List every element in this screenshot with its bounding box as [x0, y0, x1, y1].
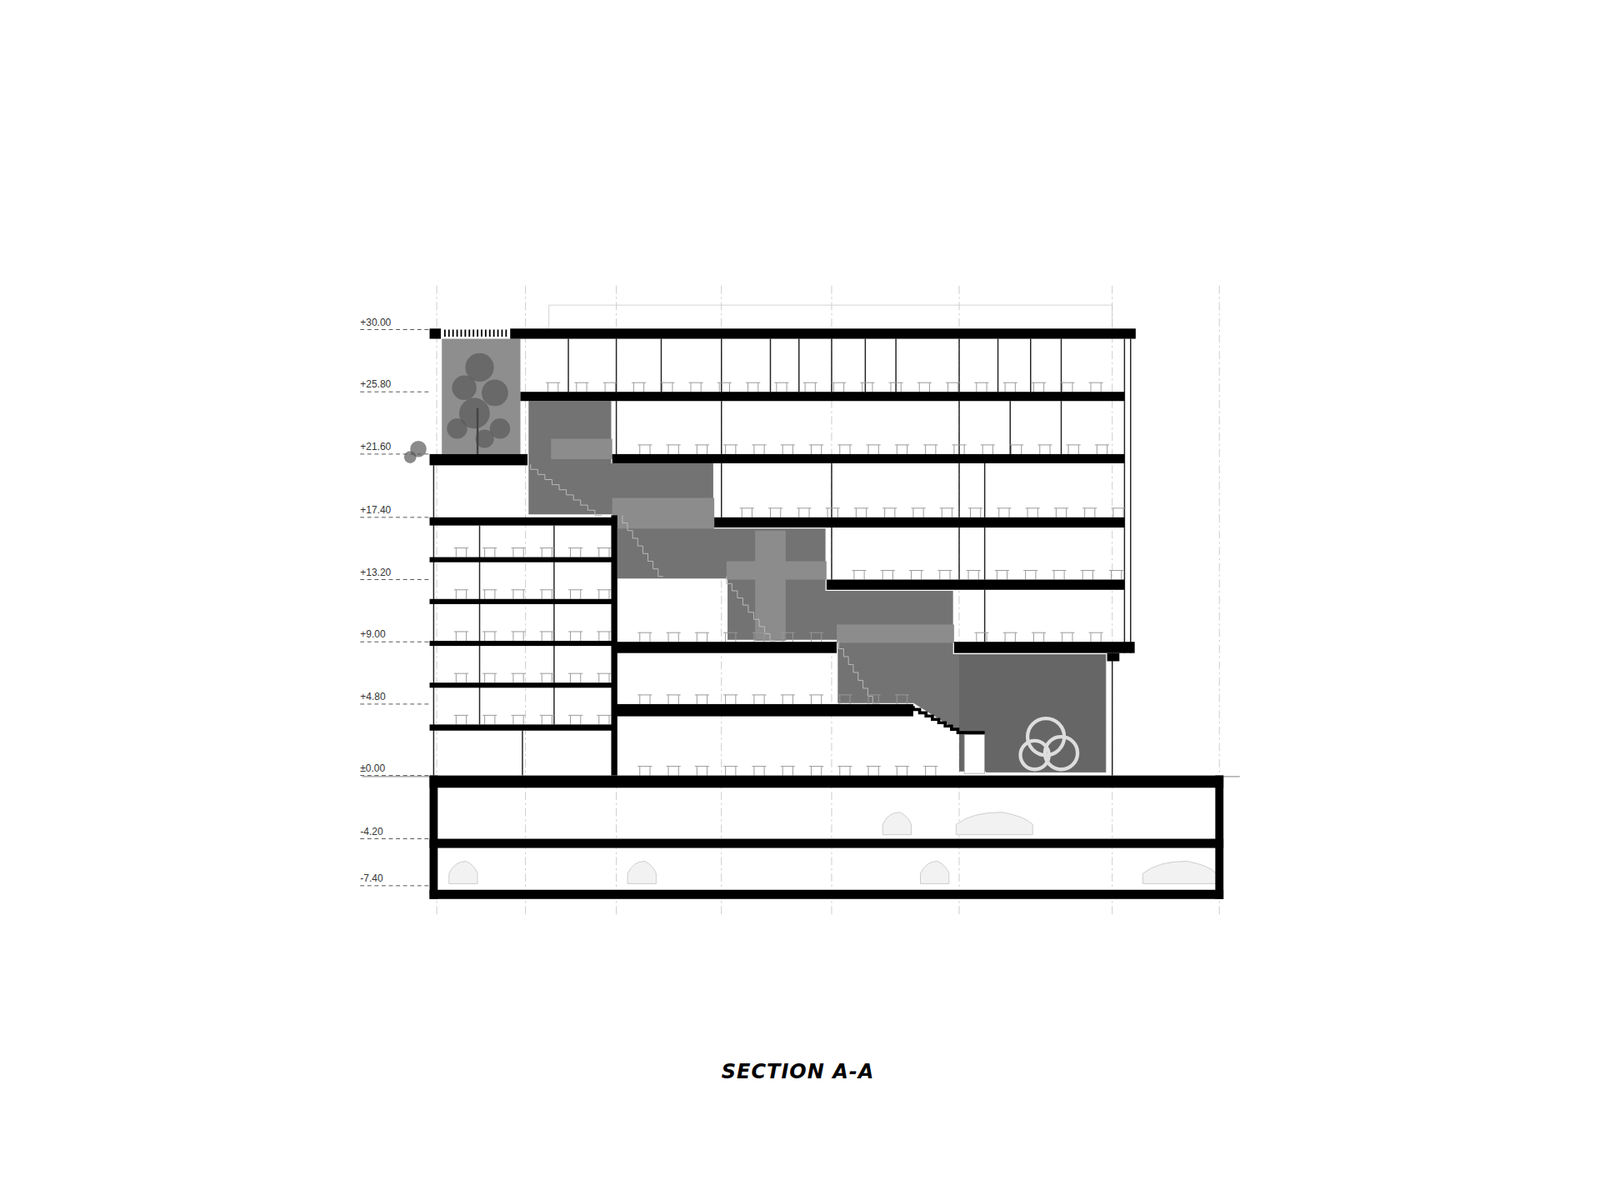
sculpture — [1020, 718, 1078, 770]
level-label: +4.80 — [360, 691, 385, 702]
level-label: -7.40 — [360, 873, 383, 884]
terrace-hatch — [445, 330, 506, 338]
level-label: +13.20 — [360, 567, 391, 578]
level-label: +30.00 — [360, 317, 391, 328]
level-label: ±0.00 — [360, 763, 385, 774]
section-caption: SECTION A-A — [721, 1061, 875, 1082]
level-label: +25.80 — [360, 379, 391, 390]
level-dashes — [360, 330, 429, 886]
stair-base — [964, 735, 985, 775]
tree-court — [441, 339, 520, 455]
level-label: +9.00 — [360, 629, 385, 640]
level-label: -4.20 — [360, 826, 383, 837]
level-label: +21.60 — [360, 441, 391, 452]
furniture — [454, 382, 1126, 775]
level-label: +17.40 — [360, 505, 391, 515]
roof-parapet — [549, 305, 1113, 330]
tree — [404, 353, 510, 464]
floor-slabs — [430, 328, 1225, 899]
atrium-stairs — [530, 464, 878, 705]
main-stair — [913, 705, 985, 733]
